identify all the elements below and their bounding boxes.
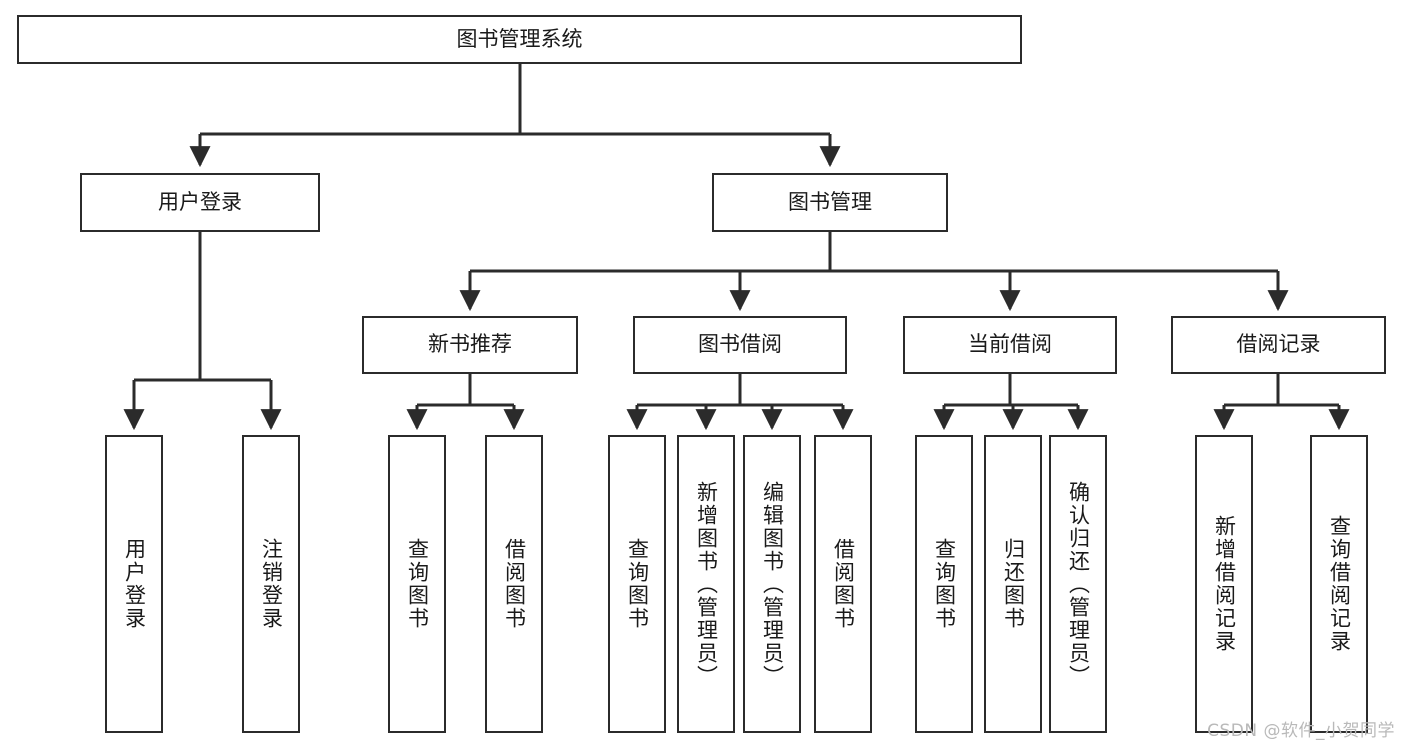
node-label: 新书推荐 — [428, 332, 512, 357]
node-label: 确认归还（管理员） — [1066, 480, 1091, 688]
node-label: 查询图书 — [625, 538, 650, 630]
node-book-borrow[interactable]: 图书借阅 — [633, 316, 847, 374]
node-label: 当前借阅 — [968, 332, 1052, 357]
csdn-watermark: CSDN @软件_小贺同学 — [1207, 721, 1395, 741]
node-label: 查询借阅记录 — [1327, 515, 1352, 653]
node-label: 图书管理 — [788, 189, 872, 214]
node-current-borrow[interactable]: 当前借阅 — [903, 316, 1117, 374]
node-leaf-borrow-book-2[interactable]: 借阅图书 — [814, 435, 872, 733]
node-label: 编辑图书（管理员） — [760, 480, 785, 688]
node-root-book-management-system[interactable]: 图书管理系统 — [17, 15, 1022, 64]
node-leaf-confirm-return[interactable]: 确认归还（管理员） — [1049, 435, 1107, 733]
node-leaf-query-book-1[interactable]: 查询图书 — [388, 435, 446, 733]
node-leaf-add-record[interactable]: 新增借阅记录 — [1195, 435, 1253, 733]
node-user-login[interactable]: 用户登录 — [80, 173, 320, 232]
node-borrow-record[interactable]: 借阅记录 — [1171, 316, 1386, 374]
node-new-book-recommend[interactable]: 新书推荐 — [362, 316, 578, 374]
node-label: 新增图书（管理员） — [694, 480, 719, 688]
node-leaf-logout-login[interactable]: 注销登录 — [242, 435, 300, 733]
node-leaf-add-book[interactable]: 新增图书（管理员） — [677, 435, 735, 733]
node-label: 注销登录 — [259, 538, 284, 630]
node-leaf-edit-book[interactable]: 编辑图书（管理员） — [743, 435, 801, 733]
node-leaf-user-login[interactable]: 用户登录 — [105, 435, 163, 733]
node-label: 查询图书 — [405, 538, 430, 630]
node-label: 借阅记录 — [1236, 332, 1321, 357]
node-label: 图书借阅 — [698, 332, 782, 357]
node-label: 用户登录 — [122, 538, 147, 630]
node-label: 归还图书 — [1001, 538, 1026, 630]
node-label: 查询图书 — [932, 538, 957, 630]
node-label: 新增借阅记录 — [1212, 515, 1237, 653]
node-leaf-return-book[interactable]: 归还图书 — [984, 435, 1042, 733]
node-label: 图书管理系统 — [456, 26, 583, 51]
node-leaf-borrow-book-1[interactable]: 借阅图书 — [485, 435, 543, 733]
node-leaf-query-record[interactable]: 查询借阅记录 — [1310, 435, 1368, 733]
node-book-management[interactable]: 图书管理 — [712, 173, 948, 232]
node-label: 借阅图书 — [502, 538, 527, 630]
node-leaf-query-book-2[interactable]: 查询图书 — [608, 435, 666, 733]
node-label: 借阅图书 — [831, 538, 856, 630]
node-label: 用户登录 — [158, 189, 242, 214]
node-leaf-query-book-3[interactable]: 查询图书 — [915, 435, 973, 733]
